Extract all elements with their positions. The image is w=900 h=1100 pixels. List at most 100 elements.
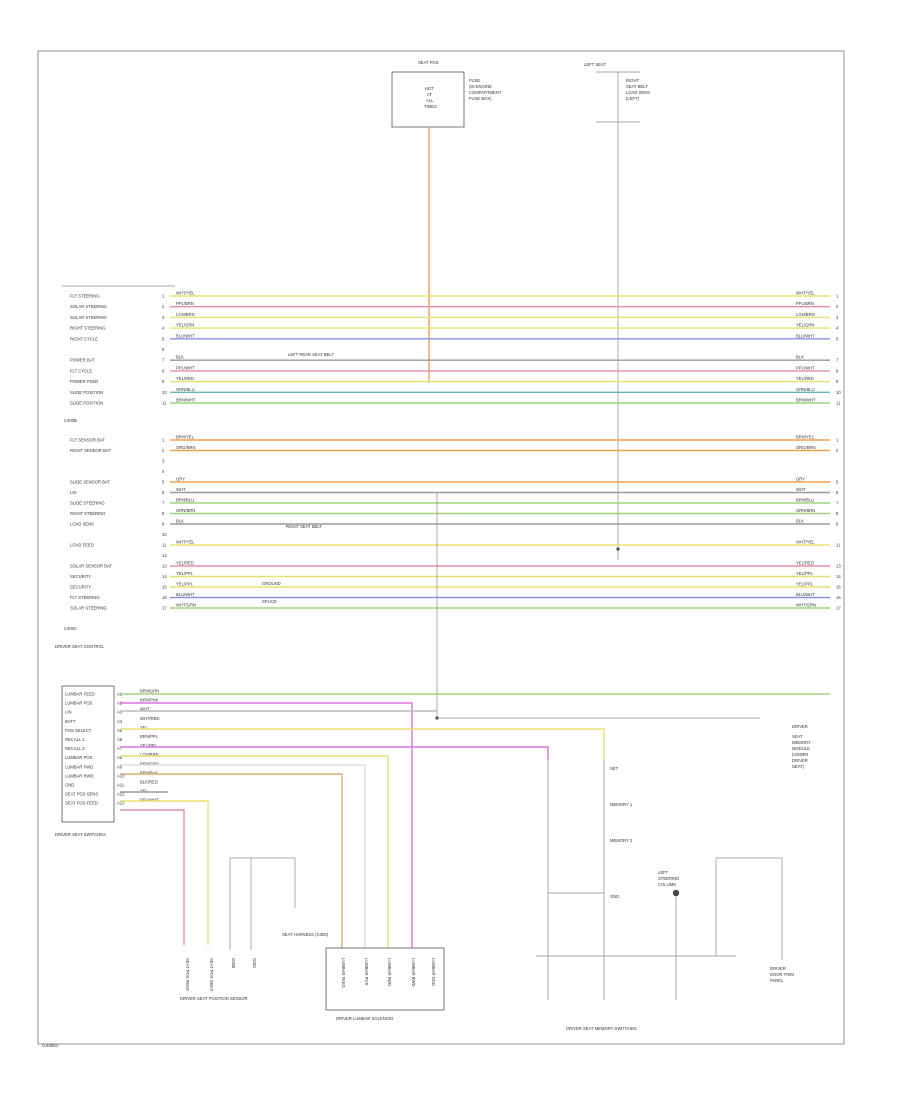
module-wire-a13 bbox=[120, 809, 185, 945]
top-right-sensor: LEFT SEAT RIGHT SEAT BELT LOAD SENS (LEF… bbox=[584, 62, 650, 560]
module-pin-number: A1 bbox=[117, 692, 123, 697]
middle-connector-row-wire-code: WHT/GRN bbox=[176, 603, 196, 608]
module-pin-wire-code: BRN/PPL bbox=[140, 734, 159, 739]
top-box-outline bbox=[391, 71, 465, 128]
middle-connector-row-pin: 7 bbox=[162, 501, 165, 506]
module-pin-wire-code: YEL bbox=[140, 725, 149, 730]
right-note-6: SEAT) bbox=[792, 764, 805, 769]
upper-connector-row-pin: 6 bbox=[162, 347, 165, 352]
upper-connector-row-pin: 11 bbox=[162, 401, 167, 406]
sensor-label-3: G301 bbox=[252, 958, 257, 969]
panel-note-0: DRIVER bbox=[770, 966, 786, 971]
middle-connector-row-pin: 12 bbox=[162, 553, 167, 558]
module-pin-label: LUMBAR POS bbox=[65, 701, 93, 706]
middle-connector-row-pin-right: 6 bbox=[836, 490, 839, 495]
upper-connector-row-wire-code-right: PPL/WHT bbox=[796, 365, 815, 370]
module-pin-label: LUMBAR FEED bbox=[65, 692, 95, 697]
splice-note: SPLICE bbox=[262, 599, 277, 604]
middle-connector-row-pin-right: 16 bbox=[836, 595, 841, 600]
middle-connector-row-wire-code-right: BLU/WHT bbox=[796, 592, 815, 597]
upper-connector-row-pin-right: 1 bbox=[836, 294, 839, 299]
right-note-5: DRIVER bbox=[792, 758, 808, 763]
upper-connector-row-label: FLT CYCLE bbox=[70, 368, 92, 373]
sensor-label-0: SEAT POS FEED bbox=[185, 958, 190, 991]
upper-connector-row-label: POWER BAT bbox=[70, 358, 95, 363]
module-pin-number: A5 bbox=[117, 728, 123, 733]
upper-connector-row-wire-code-right: WHT/YEL bbox=[796, 291, 815, 296]
module-pin-number: A13 bbox=[117, 801, 125, 806]
right-note-2: MEMORY bbox=[792, 740, 811, 745]
top-right-caption-1: SEAT BELT bbox=[626, 84, 648, 89]
middle-connector-row-label: SLIDE STEERING bbox=[70, 501, 105, 506]
middle-connector-row-label: SECURITY bbox=[70, 574, 91, 579]
module-pin-label: GND bbox=[65, 783, 74, 788]
upper-connector-row-wire-code: BRN/WHT bbox=[176, 398, 196, 403]
solenoid-caption: DRIVER LUMBAR SOLENOID bbox=[336, 1016, 393, 1021]
top-box-caption-1: (IN ENGINE bbox=[469, 84, 492, 89]
module-pin-wire-code: LGN/BRN bbox=[140, 752, 159, 757]
middle-connector-row-pin: 4 bbox=[162, 469, 165, 474]
panel-note-1: DOOR TRIM bbox=[770, 972, 794, 977]
middle-connector-row-pin: 17 bbox=[162, 606, 167, 611]
upper-connector-row-pin: 9 bbox=[162, 379, 165, 384]
module-pin-wire-code: BRN/GRY bbox=[140, 761, 159, 766]
module-wire-a8 bbox=[120, 764, 366, 948]
module-pin-label: LUMBAR RWD bbox=[65, 773, 94, 778]
middle-connector-row-wire-code: WHT bbox=[176, 487, 186, 492]
middle-connector-row-label: LOAD SENS bbox=[70, 522, 94, 527]
module-pin-number: A12 bbox=[117, 792, 125, 797]
diagram-frame bbox=[37, 50, 845, 1045]
module-pin-label: SEAT POS SENS bbox=[65, 792, 98, 797]
middle-connector-row-label: RIGHT SENSOR BAT bbox=[70, 448, 111, 453]
top-right-caption-2: LOAD SENS bbox=[626, 90, 650, 95]
middle-connector-row-label: RIGHT STEERING bbox=[70, 511, 106, 516]
top-fuse-box: SEAT POS HOT AT ALL TIMES FUSE (IN ENGIN… bbox=[391, 60, 502, 128]
upper-connector-row-wire-code: WHT/YEL bbox=[176, 291, 195, 296]
module-pin-number: A2 bbox=[117, 701, 123, 706]
top-box-title: SEAT POS bbox=[418, 60, 439, 65]
middle-connector-row-wire-code-right: GRY bbox=[796, 477, 805, 482]
module-pin-label: BATT bbox=[65, 719, 76, 724]
top-box-line-1: AT bbox=[427, 92, 432, 97]
top-box-caption-0: FUSE bbox=[469, 78, 480, 83]
upper-connector-row-pin-right: 8 bbox=[836, 368, 839, 373]
seat-control-note: DRIVER SEAT CONTROL bbox=[55, 644, 105, 649]
middle-connector-row-wire-code: BRN/YEL bbox=[176, 435, 195, 440]
sensor-label-2: G300 bbox=[231, 958, 236, 969]
sensor-caption: DRIVER SEAT POSITION SENSOR bbox=[180, 996, 248, 1001]
side-note-1: STEERING bbox=[658, 876, 679, 881]
upper-connector-row-wire-code-right: BRN/WHT bbox=[796, 398, 816, 403]
top-box-line-2: ALL bbox=[426, 98, 434, 103]
top-right-caption-0: RIGHT bbox=[626, 78, 639, 83]
module-pin-number: A8 bbox=[117, 755, 123, 760]
module-wire-a12 bbox=[120, 800, 209, 945]
load-feed-splice-dot bbox=[616, 547, 620, 551]
sensor-label-1: SEAT POS SENS bbox=[209, 958, 214, 991]
upper-connector-row-pin-right: 4 bbox=[836, 326, 839, 331]
module-pin-label: SEAT POS FEED bbox=[65, 801, 98, 806]
right-module-note: DRIVER SEAT MEMORY MODULE (UNDER DRIVER … bbox=[792, 724, 811, 769]
middle-connector-row-label: SLIDE SENSOR BAT bbox=[70, 480, 110, 485]
middle-connector-row-label: LIN bbox=[70, 490, 77, 495]
solenoid-pin-0: LUMBAR FEED bbox=[341, 958, 346, 988]
module-pin-label: RECALL 2 bbox=[65, 746, 85, 751]
middle-connector-row-pin-right: 2 bbox=[836, 448, 839, 453]
middle-connector-row-wire-code-right: WHT/GRN bbox=[796, 603, 816, 608]
upper-connector-row-wire-code-right: BLK bbox=[796, 355, 804, 360]
solenoid-pin-4: LUMBAR GND bbox=[431, 958, 436, 986]
middle-connector-row-wire-code: GRY bbox=[176, 477, 185, 482]
side-note-0: LEFT bbox=[658, 870, 669, 875]
